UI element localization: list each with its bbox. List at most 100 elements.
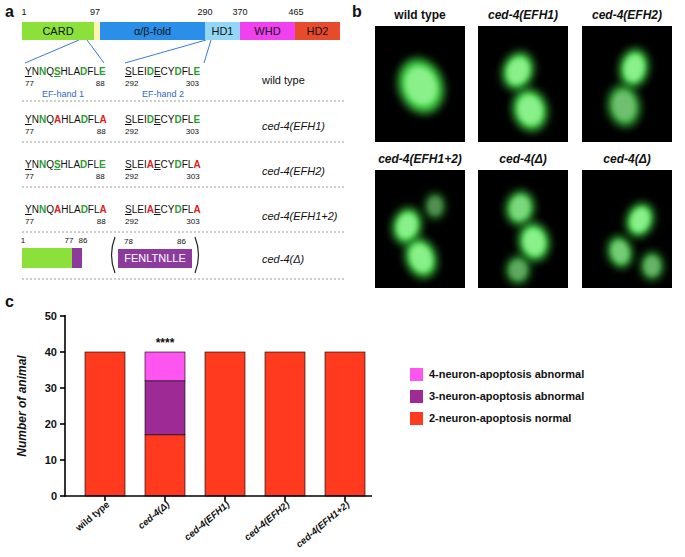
tick [60, 423, 65, 425]
sequence: SLEIDECYDFLE [125, 115, 200, 125]
domain-name: HD2 [306, 26, 328, 37]
cell-glow [497, 48, 538, 94]
fluorescent-cell [617, 47, 651, 89]
legend-row: 2-neuron-apoptosis normal [410, 407, 584, 429]
sequence: SLEIAECYDFLA [125, 205, 201, 215]
panel-heading: ced-4(EFH1) [488, 9, 558, 21]
micrograph: ced-4(Δ) [478, 170, 568, 288]
zoom-line [204, 40, 211, 63]
sequence: YNNQAHLADFLA [25, 115, 107, 125]
legend-row: 3-neuron-apoptosis abnormal [410, 385, 584, 407]
zoom-line [25, 40, 79, 63]
residue-number: 88 [96, 173, 105, 181]
fluorescent-cell [391, 52, 451, 120]
cell-image [582, 26, 672, 142]
bar [145, 435, 185, 496]
cell-core [504, 55, 533, 87]
tick [60, 351, 65, 353]
legend-swatch [410, 412, 423, 425]
y-axis [64, 315, 66, 497]
tick-label: 30 [45, 383, 57, 394]
residue-number: 1 [21, 237, 25, 245]
x-axis [64, 495, 372, 497]
sequence: SLEIDECYDFLE [125, 67, 200, 77]
micrograph: ced-4(EFH2) [582, 26, 672, 142]
axes [60, 315, 372, 501]
legend-swatch [410, 368, 423, 381]
cell-glow [641, 252, 663, 280]
legend-row: 4-neuron-apoptosis abnormal [410, 363, 584, 385]
fluorescent-cell [425, 193, 445, 219]
bracket [112, 237, 116, 273]
genotype-label: ced-4(Δ) [262, 254, 304, 265]
cell-glow [400, 234, 442, 282]
fluorescent-cell [497, 48, 538, 94]
residue-number: 88 [96, 80, 105, 88]
cell-core [644, 256, 659, 276]
tick-label: 20 [45, 419, 57, 430]
motif-label: EF-hand 2 [142, 90, 184, 99]
frameshift-fragment [72, 248, 82, 268]
residue-number: 292 [125, 128, 138, 136]
tick-label: 10 [45, 455, 57, 466]
residue-number: 77 [25, 218, 34, 226]
residue-number: 303 [186, 218, 199, 226]
fluorescent-cell [503, 189, 536, 227]
micrograph: ced-4(Δ) [582, 170, 672, 288]
legend-text: 4-neuron-apoptosis abnormal [429, 368, 584, 380]
cell-glow [425, 193, 445, 219]
residue-number: 370 [232, 8, 247, 17]
domain-box: WHD [240, 22, 295, 40]
panel-heading: ced-4(Δ) [603, 153, 650, 165]
cell-core [521, 227, 546, 257]
sequence: YNNQAHLADFLA [25, 205, 107, 215]
legend: 4-neuron-apoptosis abnormal 3-neuron-apop… [410, 363, 584, 429]
fluorescent-cell [506, 256, 530, 284]
bar [145, 352, 185, 381]
sequence: YNNQSHLADFLE [25, 67, 106, 77]
residue-number: 77 [25, 80, 34, 88]
cell-core [406, 241, 435, 274]
tick [60, 459, 65, 461]
significance-mark: **** [156, 337, 175, 349]
cell-glow [605, 83, 644, 130]
residue-number: 465 [288, 8, 303, 17]
micrograph: ced-4(EFH1) [478, 26, 568, 142]
cell-image [375, 26, 465, 142]
panel-letter: a [5, 4, 14, 20]
genotype-label: ced-4(EFH1) [262, 121, 325, 132]
residue-number: 77 [65, 237, 74, 245]
residue-number: 86 [177, 238, 186, 246]
motif-label: EF-hand 1 [42, 90, 84, 99]
category-label: wild type [74, 499, 111, 532]
domain-box: HD1 [205, 22, 240, 40]
fluorescent-cell [605, 83, 644, 130]
zoom-lines [25, 40, 211, 63]
bracket [195, 237, 199, 273]
legend-text: 2-neuron-apoptosis normal [429, 412, 571, 424]
peptide-box: FENLTNLLE [118, 249, 192, 268]
panel-heading: ced-4(Δ) [499, 153, 546, 165]
cell-core [610, 90, 637, 123]
tick [60, 387, 65, 389]
residue-number: 97 [90, 8, 100, 17]
domain-name: CARD [42, 26, 73, 37]
residue-number: 88 [97, 218, 106, 226]
fluorescent-cell [604, 233, 635, 270]
panel-letter: c [5, 294, 14, 310]
domain-box: α/β-fold [100, 22, 205, 40]
fluorescent-cell [400, 234, 442, 282]
cell-glow [503, 189, 536, 227]
residue-number: 1 [21, 8, 26, 17]
cell-core [508, 195, 531, 222]
cell-core [428, 197, 442, 215]
cell-glow [622, 200, 658, 241]
micrograph: wild type [375, 26, 465, 142]
cell-image [582, 170, 672, 288]
cell-core [510, 260, 527, 280]
dashed-separator [22, 187, 345, 188]
cell-glow [617, 47, 651, 89]
domain-name: HD1 [211, 26, 233, 37]
cell-core [609, 239, 631, 265]
